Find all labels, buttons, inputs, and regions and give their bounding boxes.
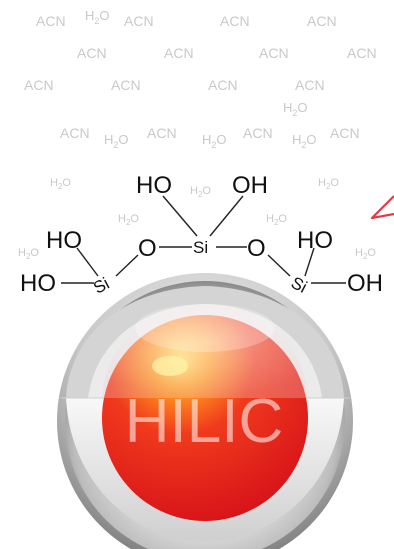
acn-label: ACN	[36, 13, 66, 29]
water-label: H2O	[318, 177, 339, 191]
acn-label: ACN	[60, 125, 90, 141]
hydroxyl-group: HO	[20, 270, 56, 297]
water-label: H2O	[118, 213, 139, 227]
acn-label: ACN	[77, 45, 107, 61]
water-label: H2O	[355, 247, 376, 261]
hydroxyl-group: OH	[347, 270, 383, 297]
water-label: H2O	[190, 185, 211, 199]
silicon-atom: Si	[90, 274, 112, 298]
acn-label: ACN	[243, 125, 273, 141]
water-label: H2O	[104, 132, 129, 150]
hydroxyl-group: OH	[232, 172, 268, 199]
water-label: H2O	[85, 8, 110, 26]
water-label: H2O	[50, 177, 71, 191]
acn-label: ACN	[330, 125, 360, 141]
acn-label: ACN	[259, 45, 289, 61]
acn-label: ACN	[208, 77, 238, 93]
silicon-atom: Si	[193, 238, 208, 257]
water-label: H2O	[18, 247, 39, 261]
water-label: H2O	[202, 132, 227, 150]
hydroxyl-group: HO	[297, 227, 333, 254]
acn-label: ACN	[347, 45, 377, 61]
water-label: H2O	[266, 213, 287, 227]
hilic-label: HILIC	[125, 387, 283, 456]
hydroxyl-group: HO	[136, 172, 172, 199]
solvent-cloud: ACN H2O ACN ACN ACN ACN ACN ACN ACN ACN …	[18, 8, 377, 261]
acn-label: ACN	[147, 125, 177, 141]
acn-label: ACN	[164, 45, 194, 61]
acn-label: ACN	[307, 13, 337, 29]
water-label: H2O	[283, 100, 308, 118]
acn-label: ACN	[24, 77, 54, 93]
hydroxyl-group: HO	[46, 227, 82, 254]
acn-label: ACN	[295, 77, 325, 93]
acn-label: ACN	[220, 13, 250, 29]
accent-arrow-shape	[370, 195, 394, 220]
silanol-structure: HO OH O Si O HO HO Si HO OH Si	[20, 172, 383, 298]
oxygen-atom: O	[138, 235, 157, 262]
hilic-particle: HILIC	[57, 273, 353, 549]
acn-label: ACN	[124, 13, 154, 29]
water-label: H2O	[292, 132, 317, 150]
oxygen-atom: O	[247, 235, 266, 262]
acn-label: ACN	[111, 77, 141, 93]
silicon-atom: Si	[288, 273, 310, 297]
